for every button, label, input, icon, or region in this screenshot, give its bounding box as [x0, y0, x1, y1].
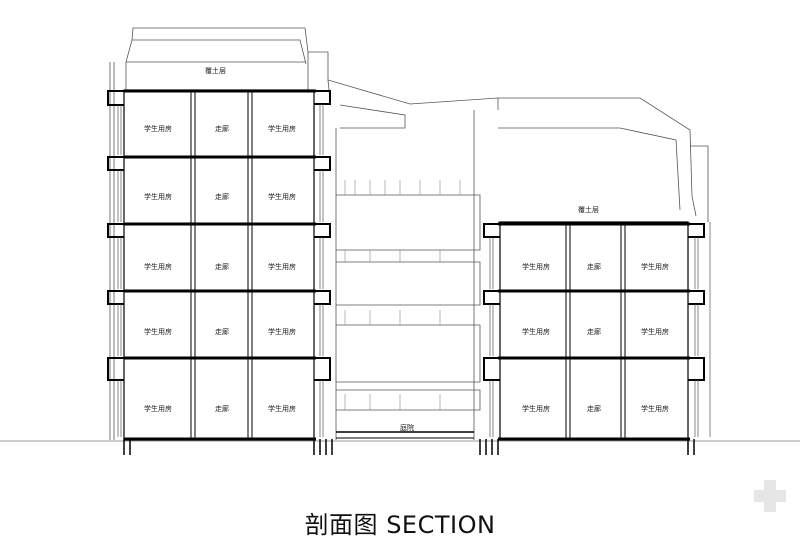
right-block-room-label: 学生用房: [522, 404, 550, 413]
left-block-room-label: 走廊: [215, 124, 229, 133]
right-block-room-label: 学生用房: [641, 327, 669, 336]
right-block-room-label: 走廊: [587, 404, 601, 413]
roof-label-right: 覆土层: [578, 205, 599, 214]
section-caption: 剖面图 SECTION: [304, 511, 496, 539]
left-block-room-label: 走廊: [215, 327, 229, 336]
atrium: [335, 110, 481, 440]
right-block-room-label: 学生用房: [522, 327, 550, 336]
left-block-room-label: 学生用房: [144, 124, 172, 133]
left-block-room-label: 学生用房: [144, 192, 172, 201]
left-block-room-label: 学生用房: [144, 327, 172, 336]
right-block-room-label: 学生用房: [641, 404, 669, 413]
right-block-room-label: 学生用房: [522, 262, 550, 271]
left-block-room-label: 学生用房: [144, 262, 172, 271]
room-labels: 学生用房走廊学生用房学生用房走廊学生用房学生用房走廊学生用房学生用房走廊学生用房…: [144, 124, 669, 413]
left-block-room-label: 学生用房: [268, 192, 296, 201]
left-block-room-label: 学生用房: [144, 404, 172, 413]
left-block: [107, 89, 333, 455]
right-block-room-label: 走廊: [587, 327, 601, 336]
left-block-room-label: 学生用房: [268, 124, 296, 133]
left-block-room-label: 学生用房: [268, 327, 296, 336]
plus-watermark-icon: [754, 480, 786, 512]
left-block-room-label: 走廊: [215, 192, 229, 201]
left-block-room-label: 学生用房: [268, 262, 296, 271]
left-block-room-label: 学生用房: [268, 404, 296, 413]
left-block-room-label: 走廊: [215, 262, 229, 271]
right-block: [479, 221, 711, 455]
right-block-room-label: 走廊: [587, 262, 601, 271]
roof-outline: [109, 27, 709, 440]
roof-label-left: 覆土层: [205, 66, 226, 75]
right-block-room-label: 学生用房: [641, 262, 669, 271]
left-block-room-label: 走廊: [215, 404, 229, 413]
courtyard-label: 庭院: [400, 423, 414, 432]
